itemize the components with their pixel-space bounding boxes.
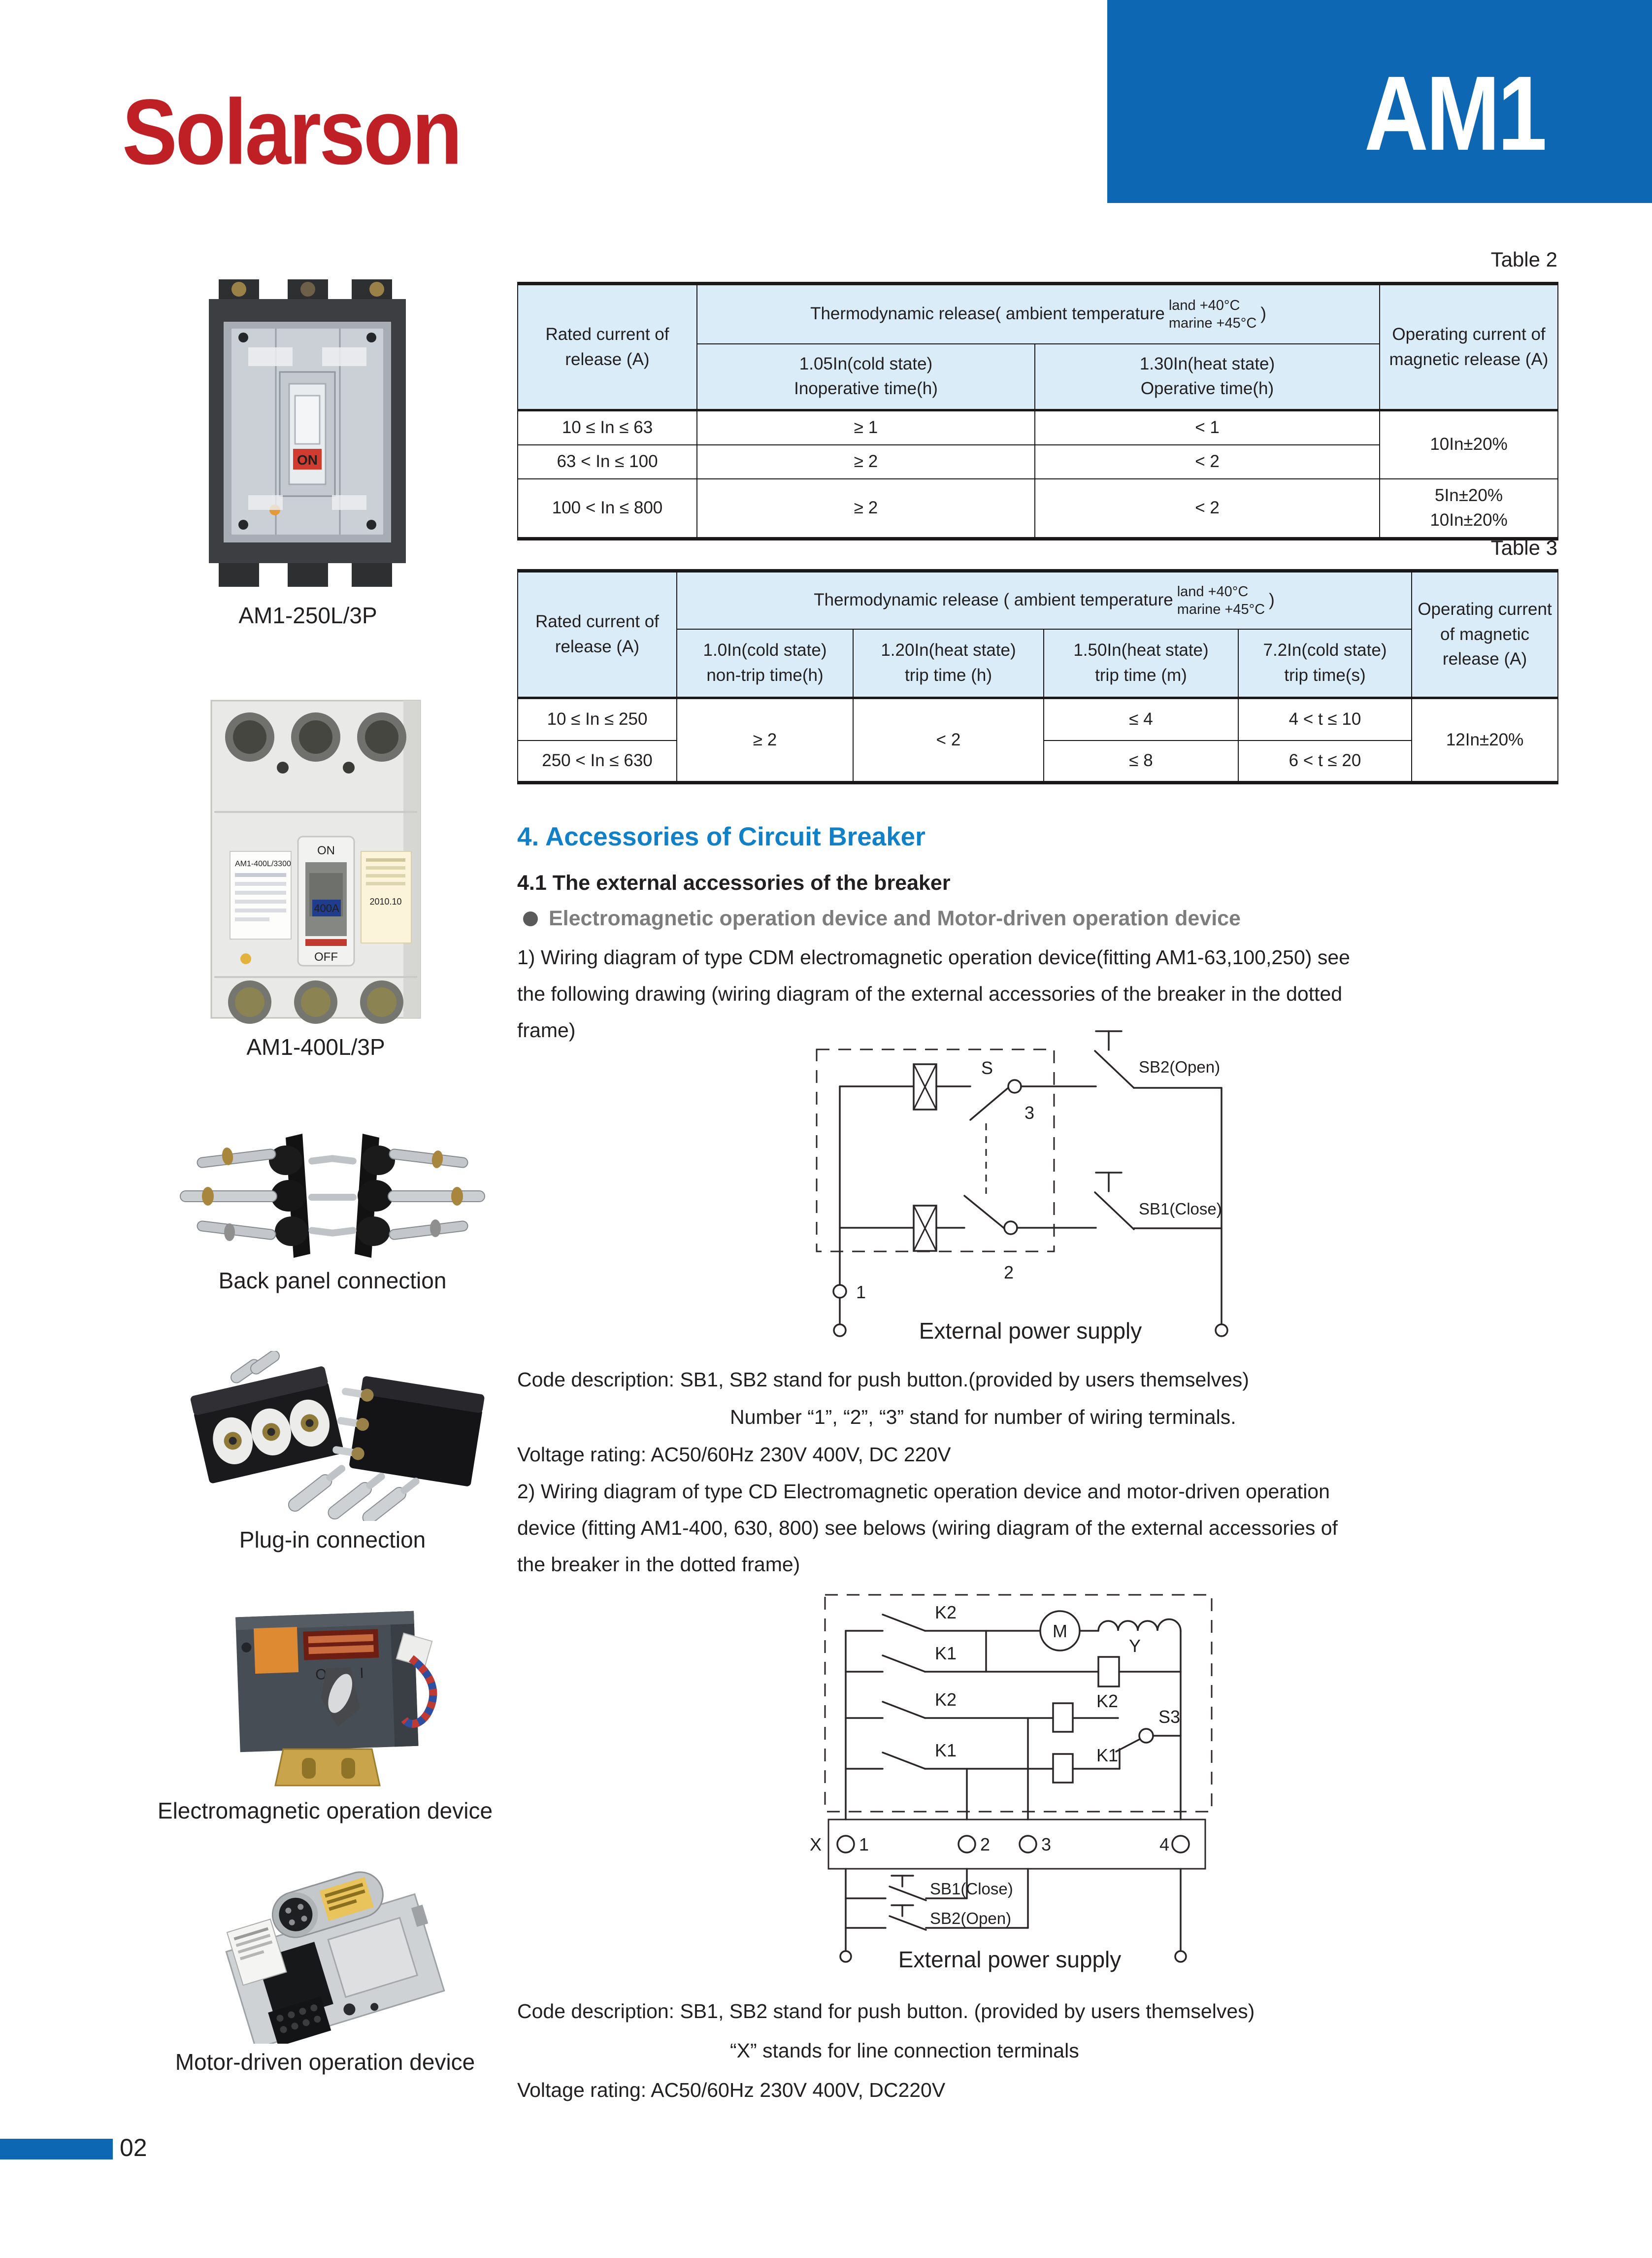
table2-group-header: Thermodynamic release( ambient temperatu…: [696, 283, 1381, 344]
external-power-label: External power supply: [898, 1947, 1122, 1972]
table2: Rated current of release (A) Thermodynam…: [517, 282, 1559, 540]
fig4-caption: Plug-in connection: [239, 1527, 426, 1552]
off-label: OFF: [314, 950, 338, 964]
k1-contact-label: K1: [935, 1643, 957, 1663]
table-row: 100 < In ≤ 800 ≥ 2 < 2 5In±20%10In±20%: [517, 478, 1559, 539]
product-banner: AM1: [1107, 0, 1652, 203]
date-label: 2010.10: [369, 897, 401, 907]
footer-bar: [0, 2139, 113, 2159]
motor-device-image: [225, 1871, 445, 2044]
on-label: ON: [297, 452, 318, 468]
paragraph-2: 2) Wiring diagram of type CD Electromagn…: [517, 1480, 1338, 1576]
table2-col-release: Rated current of release (A): [517, 283, 697, 411]
terminal-2-label: 2: [980, 1834, 990, 1854]
code-description-1: Code description: SB1, SB2 stand for pus…: [517, 1368, 1249, 1466]
external-power-label: External power supply: [919, 1318, 1142, 1344]
table-row: 63 < In ≤ 100 ≥ 2 < 2: [517, 444, 1558, 479]
switch-s-label: S: [981, 1058, 993, 1078]
table2-label: Table 2: [1490, 248, 1557, 271]
sb2-label: SB2(Open): [1139, 1058, 1220, 1076]
table-row: 250 < In ≤ 630 ≤ 8 6 < t ≤ 20: [517, 740, 1558, 783]
ambient-temps: land +40°C marine +45°C: [1168, 297, 1257, 331]
terminal-4-label: 4: [1159, 1834, 1169, 1854]
sb1-label: SB1(Close): [1139, 1200, 1222, 1218]
k2-coil-label: K2: [1096, 1691, 1118, 1711]
code-description-2: Code description: SB1, SB2 stand for pus…: [517, 2000, 1255, 2101]
section-heading: 4. Accessories of Circuit Breaker: [517, 822, 925, 851]
table-row: 10 ≤ In ≤ 63 ≥ 1 < 1 10In±20%: [517, 409, 1559, 479]
bullet-icon: [523, 911, 538, 926]
motor-label: M: [1053, 1621, 1067, 1641]
table3-col-release: Rated current of release (A): [517, 570, 677, 699]
on-label: ON: [317, 844, 335, 857]
amp-label: 400A: [314, 902, 339, 914]
x-terminal-label: X: [810, 1834, 822, 1854]
model-label: AM1-400L/3300: [235, 860, 291, 868]
table3: Rated current of release (A) Thermodynam…: [517, 569, 1559, 784]
table3-sub3: 1.50In(heat state)trip time (m): [1043, 628, 1239, 699]
sb1-label: SB1(Close): [930, 1880, 1013, 1898]
k2-switch-label: K2: [935, 1689, 957, 1710]
back-panel-image: [180, 1134, 485, 1258]
page-number: 02: [120, 2134, 147, 2161]
fig5-caption: Electromagnetic operation device: [157, 1798, 493, 1823]
svg-text:I: I: [360, 1665, 364, 1681]
bullet-text: Electromagnetic operation device and Mot…: [549, 907, 1241, 930]
breaker-400-image: AM1-400L/3300 ON 400A OFF 2010.10: [210, 700, 421, 1024]
bullet-line: Electromagnetic operation device and Mot…: [523, 907, 1241, 931]
sb2-label: SB2(Open): [930, 1909, 1011, 1927]
fig3-caption: Back panel connection: [218, 1268, 447, 1293]
table2-sub2: 1.30In(heat state)Operative time(h): [1034, 343, 1381, 411]
ambient-temps: land +40°C marine +45°C: [1177, 583, 1265, 617]
fig1-caption: AM1-250L/3P: [238, 603, 377, 628]
table3-sub1: 1.0In(cold state)non-trip time(h): [676, 628, 854, 699]
table3-sub2: 1.20In(heat state)trip time (h): [853, 628, 1044, 699]
table3-group-header: Thermodynamic release ( ambient temperat…: [676, 570, 1413, 630]
electromagnetic-device-image: O I: [235, 1611, 437, 1786]
k1-coil-label: K1: [1096, 1745, 1118, 1765]
y-coil-label: Y: [1129, 1636, 1141, 1656]
table3-label: Table 3: [1490, 536, 1557, 559]
breaker-250-image: ON: [209, 279, 406, 587]
k2-contact-label: K2: [935, 1602, 957, 1622]
fig6-caption: Motor-driven operation device: [175, 2049, 475, 2075]
terminal-2-label: 2: [1004, 1262, 1014, 1282]
k1-switch-label: K1: [935, 1740, 957, 1760]
wiring-diagram-cdm: S 3 SB2(Open) 2 SB1(Close) 1 Externa: [816, 1030, 1228, 1344]
product-name: AM1: [1364, 54, 1547, 172]
section-subheading: 4.1 The external accessories of the brea…: [517, 871, 951, 895]
terminal-3-label: 3: [1024, 1103, 1034, 1123]
wiring-diagram-cd: K2 M K1 Y K2 K2 K1 K1 S3: [810, 1594, 1213, 1972]
plug-in-image: [190, 1351, 485, 1521]
s3-label: S3: [1158, 1707, 1180, 1727]
terminal-1-label: 1: [859, 1834, 869, 1854]
table3-sub4: 7.2In(cold state)trip time(s): [1237, 628, 1413, 699]
table3-col-operating: Operating current of magnetic release (A…: [1411, 570, 1559, 699]
paragraph-1: 1) Wiring diagram of type CDM electromag…: [517, 946, 1350, 1042]
table2-sub1: 1.05In(cold state)Inoperative time(h): [696, 343, 1035, 411]
terminal-1-label: 1: [856, 1282, 866, 1302]
terminal-3-label: 3: [1041, 1834, 1051, 1854]
brand-logo: Solarson: [122, 80, 463, 184]
table2-col-operating: Operating current of magnetic release (A…: [1379, 283, 1559, 411]
table-row: 10 ≤ In ≤ 250 ≥ 2 < 2 ≤ 4 4 < t ≤ 10 12I…: [517, 697, 1559, 783]
fig2-caption: AM1-400L/3P: [246, 1034, 385, 1060]
